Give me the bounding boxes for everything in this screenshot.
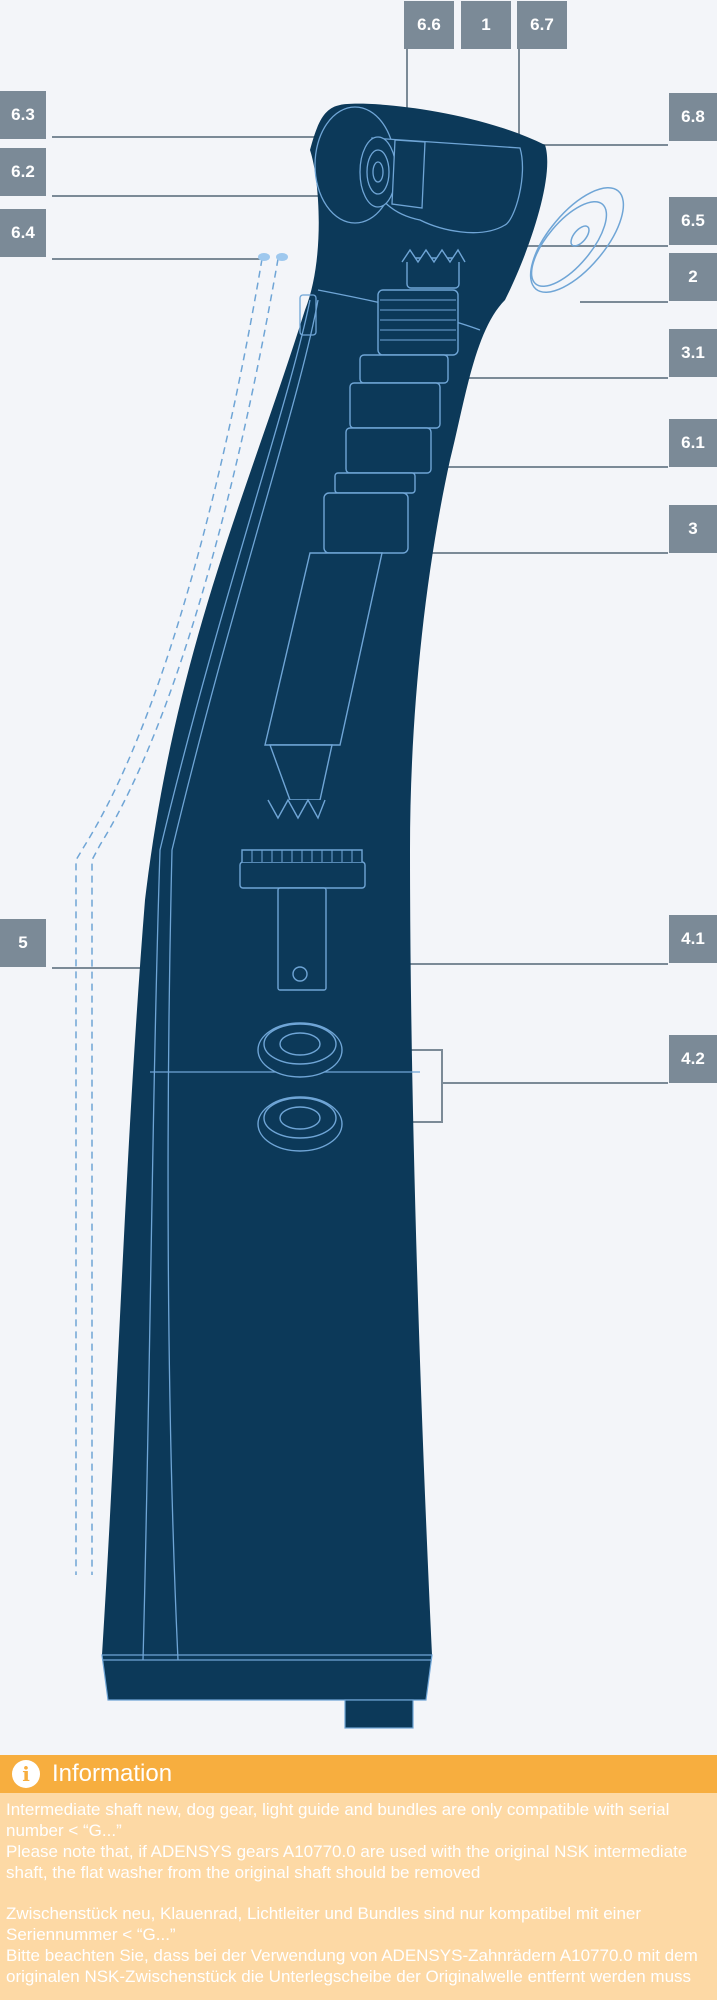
exploded-diagram: 6.6 1 6.7 6.3 6.8 6.2 6.5 6.4 2 3.1 6.1 … bbox=[0, 1, 717, 1729]
callout-6-6[interactable]: 6.6 bbox=[404, 1, 454, 49]
callout-4-1[interactable]: 4.1 bbox=[669, 915, 717, 963]
german-note: Bitte beachten Sie, dass bei der Verwend… bbox=[6, 1946, 698, 1986]
dog-gear bbox=[239, 849, 366, 991]
information-header: i Information bbox=[0, 1755, 717, 1793]
german-notes: Zwischenstück neu, Klauenrad, Lichtleite… bbox=[0, 1903, 717, 1987]
cover-cap bbox=[529, 187, 625, 293]
german-note: Zwischenstück neu, Klauenrad, Lichtleite… bbox=[6, 1904, 642, 1944]
callout-6-3[interactable]: 6.3 bbox=[0, 91, 46, 139]
callout-6-8[interactable]: 6.8 bbox=[669, 93, 717, 141]
bundle-end-1 bbox=[258, 253, 270, 261]
callout-6-4[interactable]: 6.4 bbox=[0, 209, 46, 257]
callout-3-1[interactable]: 3.1 bbox=[669, 329, 717, 377]
handpiece-illustration bbox=[52, 48, 668, 1729]
callout-5[interactable]: 5 bbox=[0, 919, 46, 967]
bearings bbox=[257, 1022, 343, 1152]
intermediate-shaft bbox=[264, 248, 466, 820]
handpiece-connector bbox=[344, 1699, 414, 1729]
callout-6-5[interactable]: 6.5 bbox=[669, 197, 717, 245]
english-note: Intermediate shaft new, dog gear, light … bbox=[6, 1800, 670, 1840]
handpiece-base bbox=[101, 1654, 433, 1701]
info-icon: i bbox=[12, 1760, 40, 1788]
head-assembly bbox=[359, 136, 524, 234]
callout-3[interactable]: 3 bbox=[669, 505, 717, 553]
english-note: Please note that, if ADENSYS gears A1077… bbox=[6, 1842, 688, 1882]
information-panel: i Information Intermediate shaft new, do… bbox=[0, 1755, 717, 2000]
callout-2[interactable]: 2 bbox=[669, 253, 717, 301]
callout-6-7[interactable]: 6.7 bbox=[517, 1, 567, 49]
callout-4-2[interactable]: 4.2 bbox=[669, 1035, 717, 1083]
bundle-end-2 bbox=[276, 253, 288, 261]
callout-6-2[interactable]: 6.2 bbox=[0, 148, 46, 196]
information-title: Information bbox=[52, 1760, 173, 1787]
callout-1[interactable]: 1 bbox=[461, 1, 511, 49]
english-notes: Intermediate shaft new, dog gear, light … bbox=[0, 1799, 717, 1883]
callout-6-1[interactable]: 6.1 bbox=[669, 419, 717, 467]
light-bundles bbox=[75, 258, 279, 1575]
